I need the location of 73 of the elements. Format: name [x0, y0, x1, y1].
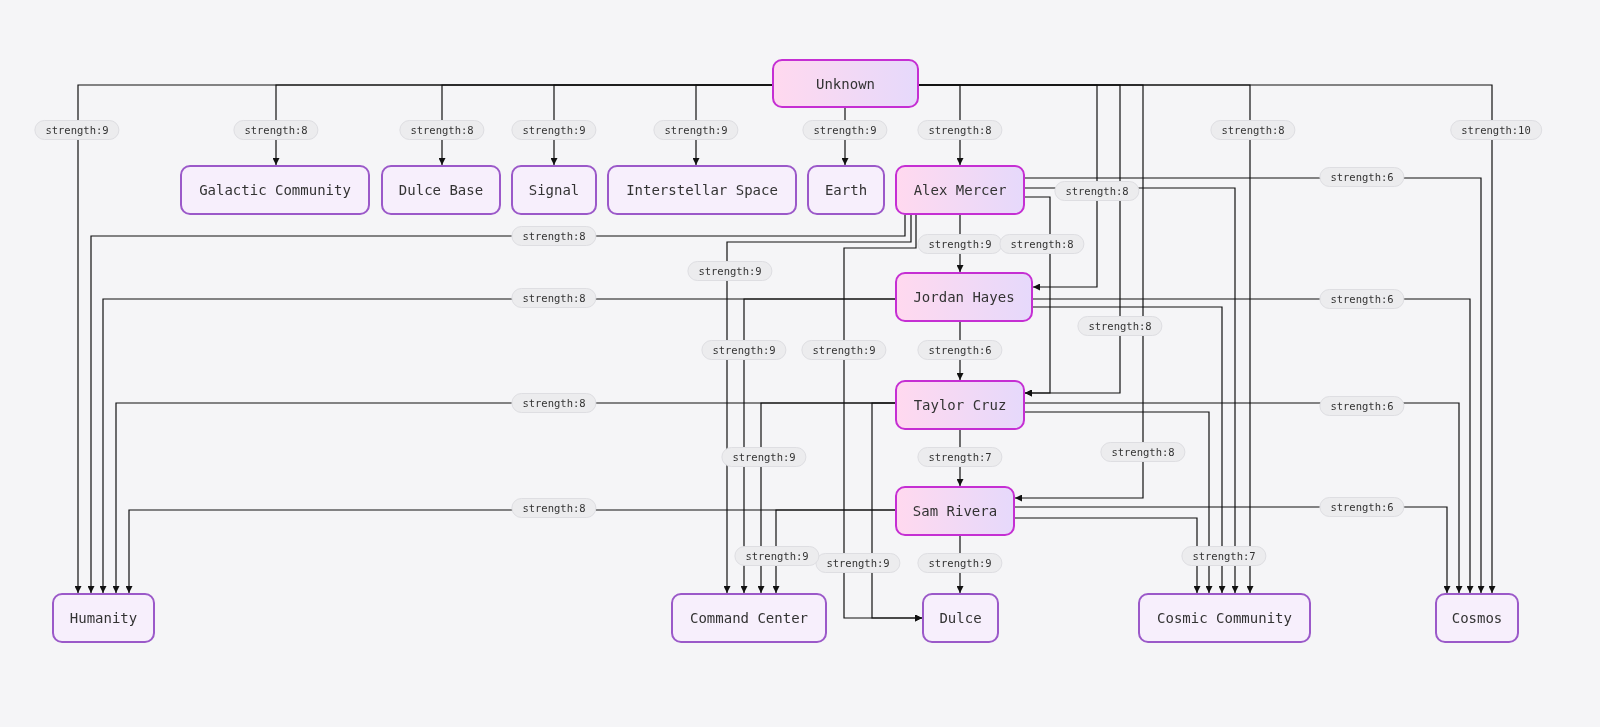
- node-label: Interstellar Space: [626, 182, 778, 198]
- edge-label: strength:8: [1100, 442, 1186, 462]
- edge-label: strength:8: [511, 498, 597, 518]
- entity-node: [807, 165, 885, 215]
- node-label: Dulce: [939, 610, 982, 626]
- edge-label: strength:7: [1181, 546, 1267, 566]
- node-label: Galactic Community: [199, 182, 351, 198]
- arrow: [1014, 517, 1201, 594]
- node-label: Jordan Hayes: [913, 289, 1015, 305]
- node-label: Humanity: [69, 610, 138, 626]
- edge-label: strength:6: [1319, 167, 1405, 187]
- person-node: [895, 272, 1033, 322]
- edge-label: strength:9: [802, 120, 888, 140]
- edge-label: strength:9: [34, 120, 120, 140]
- arrow: [871, 402, 923, 622]
- edge-label: strength:8: [1210, 120, 1296, 140]
- entity-node: [511, 165, 597, 215]
- edge-label: strength:9: [701, 340, 787, 360]
- edge-label: strength:8: [917, 120, 1003, 140]
- edge-label: strength:9: [687, 261, 773, 281]
- edge-label: strength:8: [233, 120, 319, 140]
- node-label: Cosmic Community: [1157, 610, 1292, 626]
- arrow: [87, 214, 906, 594]
- edge-label: strength:9: [653, 120, 739, 140]
- edge-label: strength:9: [801, 340, 887, 360]
- arrow: [1024, 177, 1485, 594]
- person-node: [895, 486, 1015, 536]
- edge-label: strength:9: [511, 120, 597, 140]
- node-label: Taylor Cruz: [913, 397, 1007, 413]
- node-label: Unknown: [816, 75, 875, 92]
- arrow: [1024, 411, 1213, 594]
- entity-node: [180, 165, 370, 215]
- arrow: [723, 214, 912, 594]
- node-label: Command Center: [690, 610, 808, 626]
- entity-node: [381, 165, 501, 215]
- node-label: Earth: [824, 182, 868, 198]
- entity-node: [1435, 593, 1519, 643]
- arrow: [1032, 306, 1226, 594]
- entity-node: [52, 593, 155, 643]
- node-label: Signal: [528, 182, 580, 198]
- node-label: Cosmos: [1451, 610, 1503, 626]
- edge-label: strength:8: [511, 288, 597, 308]
- edge-label: strength:6: [1319, 396, 1405, 416]
- edge-label: strength:9: [917, 553, 1003, 573]
- edge-label: strength:9: [734, 546, 820, 566]
- edge-label: strength:8: [1054, 181, 1140, 201]
- entity-node: [922, 593, 999, 643]
- node-label: Sam Rivera: [912, 503, 998, 519]
- edge-label: strength:9: [721, 447, 807, 467]
- edge-label: strength:8: [1077, 316, 1163, 336]
- entity-node: [1138, 593, 1311, 643]
- edge-label: strength:7: [917, 447, 1003, 467]
- edge-label: strength:10: [1450, 120, 1542, 140]
- person-node: [772, 59, 919, 108]
- person-node: [895, 380, 1025, 430]
- edge-label: strength:8: [399, 120, 485, 140]
- arrow: [740, 298, 896, 594]
- edge-label: strength:9: [815, 553, 901, 573]
- edge-label: strength:9: [917, 234, 1003, 254]
- edge-label: strength:8: [511, 393, 597, 413]
- entity-node: [607, 165, 797, 215]
- edge-label: strength:6: [1319, 289, 1405, 309]
- person-node: [895, 165, 1025, 215]
- node-label: Dulce Base: [398, 182, 484, 198]
- arrow: [692, 84, 773, 166]
- node-label: Alex Mercer: [913, 182, 1007, 198]
- arrow: [1024, 196, 1051, 397]
- edge-label: strength:8: [999, 234, 1085, 254]
- arrow: [772, 509, 896, 594]
- edge-label: strength:6: [917, 340, 1003, 360]
- entity-node: [671, 593, 827, 643]
- edge-label: strength:6: [1319, 497, 1405, 517]
- edge-label: strength:8: [511, 226, 597, 246]
